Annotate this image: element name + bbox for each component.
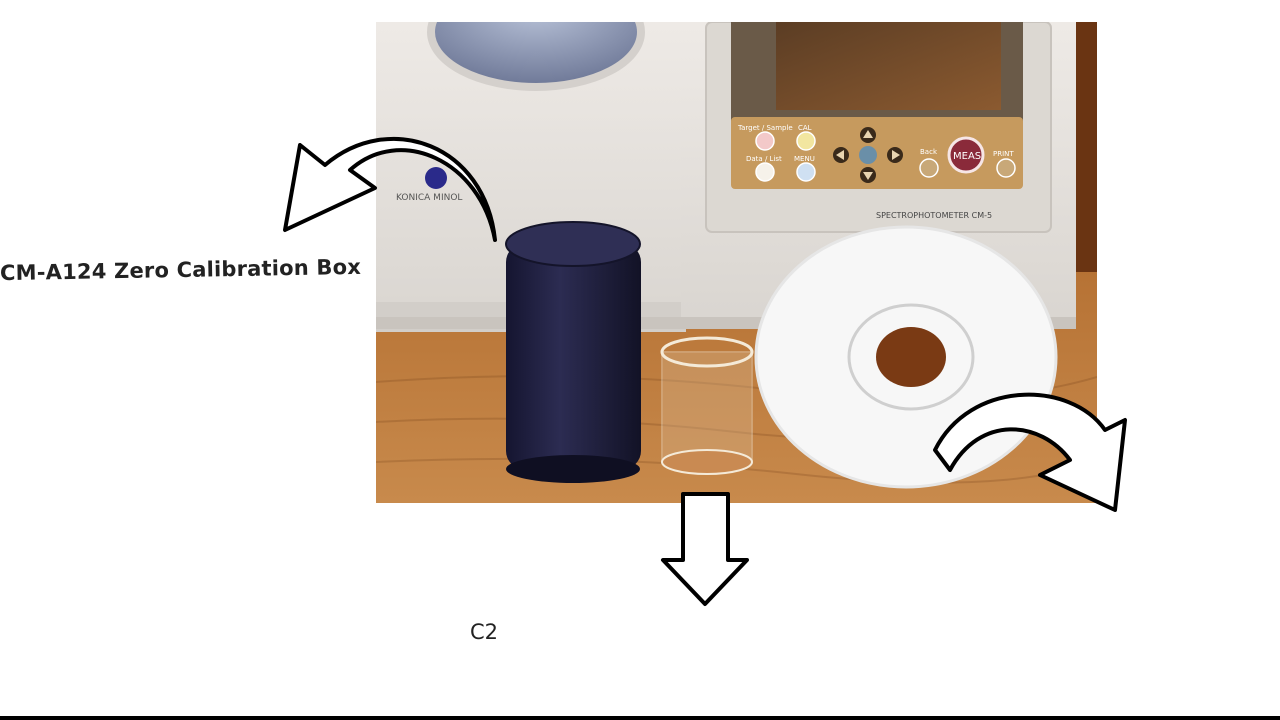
cal-button: [796, 131, 816, 151]
glass-tube: [660, 336, 754, 475]
curved-arrow-left-icon: [283, 137, 497, 242]
curved-arrow-right-icon: [933, 392, 1127, 512]
data-list-label: Data / List: [746, 155, 782, 163]
lcd-screen: [776, 22, 1001, 110]
data-list-button: [755, 162, 775, 182]
menu-button: [796, 162, 816, 182]
back-button: [919, 158, 939, 178]
back-label: Back: [920, 148, 938, 156]
bottom-border: [0, 716, 1280, 720]
target-sample-label: Target / Sample: [737, 124, 793, 132]
zero-calibration-box-label: CM-A124 Zero Calibration Box: [0, 254, 362, 286]
meas-label: MEAS: [953, 151, 981, 162]
zero-calibration-box: [505, 221, 641, 483]
cal-label: CAL: [798, 124, 812, 132]
brand-logo-icon: [425, 167, 447, 189]
tube-label: C2: [470, 620, 499, 644]
enter-button: [859, 146, 877, 164]
model-text: SPECTROPHOTOMETER CM-5: [876, 211, 992, 220]
down-arrow-pointer-icon: [661, 492, 749, 606]
brand-text: KONICA MINOL: [396, 193, 462, 203]
menu-label: MENU: [794, 155, 815, 163]
target-sample-button: [755, 131, 775, 151]
print-button: [996, 158, 1016, 178]
print-label: PRINT: [993, 150, 1014, 158]
meas-button: [947, 136, 985, 174]
instrument-photo: KONICA MINOL Target / Sample CAL Data / …: [376, 22, 1097, 503]
